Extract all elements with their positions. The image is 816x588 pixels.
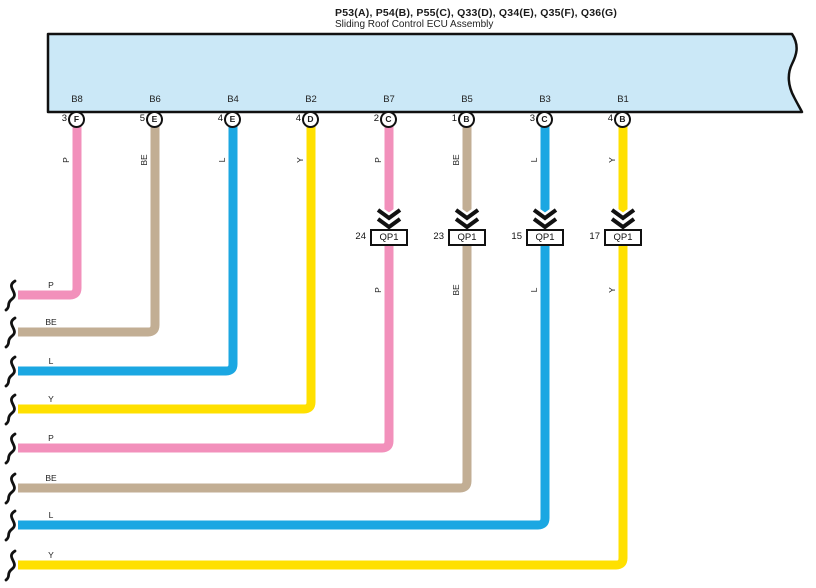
terminal-circle[interactable]: B (614, 111, 631, 128)
wire-color-label: BE (45, 473, 57, 483)
wire-color-label: BE (45, 317, 57, 327)
cavity-label-b4: B4 (227, 94, 239, 105)
wire-break-squiggle-icon (4, 432, 17, 465)
junction-label: QP1 (457, 232, 477, 243)
junction-label: QP1 (613, 232, 633, 243)
junction-number: 15 (511, 231, 522, 242)
connector-codes-title: P53(A), P54(B), P55(C), Q33(D), Q34(E), … (335, 7, 618, 19)
cavity-label-b3: B3 (539, 94, 551, 105)
terminal-letter: B (463, 114, 470, 125)
terminal-circle[interactable]: C (380, 111, 397, 128)
terminal-circle[interactable]: D (302, 111, 319, 128)
cavity-label-b2: B2 (305, 94, 317, 105)
junction-box-qp1[interactable]: QP1 (370, 229, 408, 246)
cavity-label-b5: B5 (461, 94, 473, 105)
wire-path[interactable] (18, 124, 82, 300)
wire-path[interactable] (18, 124, 550, 530)
terminal-letter: E (151, 114, 158, 125)
double-chevron-down-icon (375, 206, 637, 233)
wire-break-squiggle-icon (4, 279, 17, 312)
wire-path[interactable] (18, 124, 628, 570)
terminal-circle[interactable]: C (536, 111, 553, 128)
wire-break-squiggle-icon (4, 355, 17, 388)
cavity-label-b8: B8 (71, 94, 83, 105)
pin-number: 4 (295, 113, 301, 124)
wire-color-label: P (48, 280, 54, 290)
terminal-letter: B (619, 114, 626, 125)
junction-box-qp1[interactable]: QP1 (526, 229, 564, 246)
terminal-circle[interactable]: E (146, 111, 163, 128)
wire-color-label-vertical: P (373, 287, 383, 293)
cavity-label-b7: B7 (383, 94, 395, 105)
diagram-title-block: P53(A), P54(B), P55(C), Q33(D), Q34(E), … (335, 7, 617, 30)
wire-color-label-vertical: BE (451, 284, 461, 296)
wire-color-label-vertical: Y (607, 287, 617, 293)
wire-break-squiggle-icon (4, 393, 17, 426)
wire-path[interactable] (18, 124, 316, 414)
wire-color-label: Y (48, 394, 54, 404)
terminal-letter: C (541, 114, 548, 125)
junction-number: 24 (355, 231, 366, 242)
terminal-letter: C (385, 114, 392, 125)
wire-break-squiggle-icon (4, 549, 17, 582)
wire-break-squiggle-icon (4, 509, 17, 542)
wire-path[interactable] (18, 124, 238, 376)
wire-color-label-vertical: L (529, 157, 539, 163)
terminal-circle[interactable]: E (224, 111, 241, 128)
junction-label: QP1 (379, 232, 399, 243)
wire-color-label: Y (48, 550, 54, 560)
terminal-letter: D (307, 114, 314, 125)
junction-number: 17 (589, 231, 600, 242)
pin-number: 3 (61, 113, 67, 124)
junction-number: 23 (433, 231, 444, 242)
wire-color-label-vertical: Y (607, 157, 617, 163)
wire-path[interactable] (18, 124, 472, 493)
terminal-letter: E (229, 114, 236, 125)
terminal-circle[interactable]: B (458, 111, 475, 128)
wire-color-label: L (48, 510, 54, 520)
pin-number: 3 (529, 113, 535, 124)
wire-color-label-vertical: P (373, 157, 383, 163)
terminal-letter: F (73, 114, 80, 125)
junction-box-qp1[interactable]: QP1 (448, 229, 486, 246)
wire-color-label-vertical: BE (451, 154, 461, 166)
junction-label: QP1 (535, 232, 555, 243)
wire-path[interactable] (18, 124, 160, 337)
junction-box-qp1[interactable]: QP1 (604, 229, 642, 246)
wire-color-label-vertical: BE (139, 154, 149, 166)
wire-color-label: P (48, 433, 54, 443)
pin-number: 4 (607, 113, 613, 124)
wire-color-label-vertical: L (529, 287, 539, 293)
pin-number: 4 (217, 113, 223, 124)
cavity-label-b6: B6 (149, 94, 161, 105)
wire-break-squiggle-icon (4, 472, 17, 505)
wire-color-label-vertical: Y (295, 157, 305, 163)
pin-number: 1 (451, 113, 457, 124)
wire-color-label-vertical: P (61, 157, 71, 163)
ecu-box[interactable] (46, 32, 804, 114)
wire-break-squiggle-icon (4, 316, 17, 349)
pin-number: 5 (139, 113, 145, 124)
assembly-name-subtitle: Sliding Roof Control ECU Assembly (335, 19, 494, 30)
pin-number: 2 (373, 113, 379, 124)
wire-color-label: L (48, 356, 54, 366)
terminal-circle[interactable]: F (68, 111, 85, 128)
wire-color-label-vertical: L (217, 157, 227, 163)
cavity-label-b1: B1 (617, 94, 629, 105)
wire-path[interactable] (18, 124, 394, 453)
